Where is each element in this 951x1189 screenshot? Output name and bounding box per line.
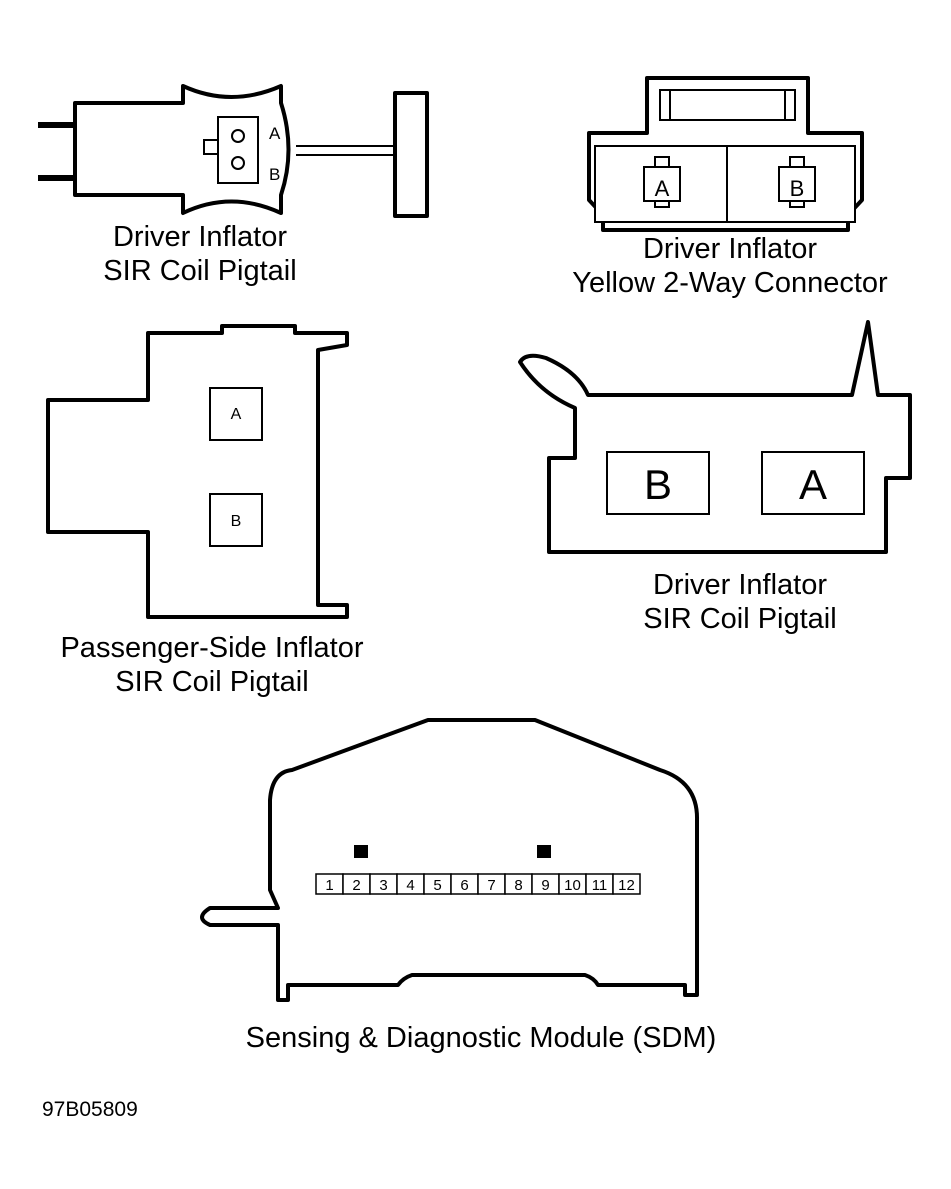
sdm-pin-cell [612, 873, 641, 895]
caption-mid-right-line2: SIR Coil Pigtail [643, 603, 836, 635]
sdm-pin-label: 12 [618, 877, 635, 894]
pin-label: A [655, 176, 670, 201]
sdm-pin-label: 10 [564, 877, 581, 894]
caption-mid-left-line1: Passenger-Side Inflator [60, 632, 363, 664]
pin-label: B [644, 461, 672, 508]
caption-top-left-line1: Driver Inflator [113, 221, 287, 253]
sdm-pin-label: 6 [460, 877, 468, 894]
caption-sdm: Sensing & Diagnostic Module (SDM) [246, 1022, 717, 1054]
connector-mid-right: B A [518, 320, 912, 554]
sdm-pin-label: 9 [541, 877, 549, 894]
sdm-pin-label: 4 [406, 877, 414, 894]
connector-top-left: A B [38, 84, 429, 218]
pin-label: A [269, 124, 281, 143]
figure-id: 97B05809 [42, 1098, 138, 1121]
caption-top-left-line2: SIR Coil Pigtail [103, 255, 296, 287]
caption-top-right-line1: Driver Inflator [643, 233, 817, 265]
sdm-pin-label: 5 [433, 877, 441, 894]
sdm-pin-label: 8 [514, 877, 522, 894]
connector-top-right: A B [587, 76, 864, 232]
sdm-pin-label: 11 [592, 877, 608, 894]
sdm-pin-label: 3 [379, 877, 387, 894]
connector-mid-left: A B [46, 324, 349, 619]
caption-top-right-line2: Yellow 2-Way Connector [572, 267, 888, 299]
sdm-pin-label: 1 [325, 877, 333, 894]
caption-mid-left-line2: SIR Coil Pigtail [115, 666, 308, 698]
pin-label: B [269, 165, 280, 184]
pin-label: A [231, 406, 242, 423]
pin-label: B [231, 513, 242, 530]
sdm-pin-label: 7 [487, 877, 495, 894]
pin-label: A [799, 461, 827, 508]
sdm-pin-label: 2 [352, 877, 360, 894]
caption-mid-right-line1: Driver Inflator [653, 569, 827, 601]
pin-label: B [790, 176, 805, 201]
